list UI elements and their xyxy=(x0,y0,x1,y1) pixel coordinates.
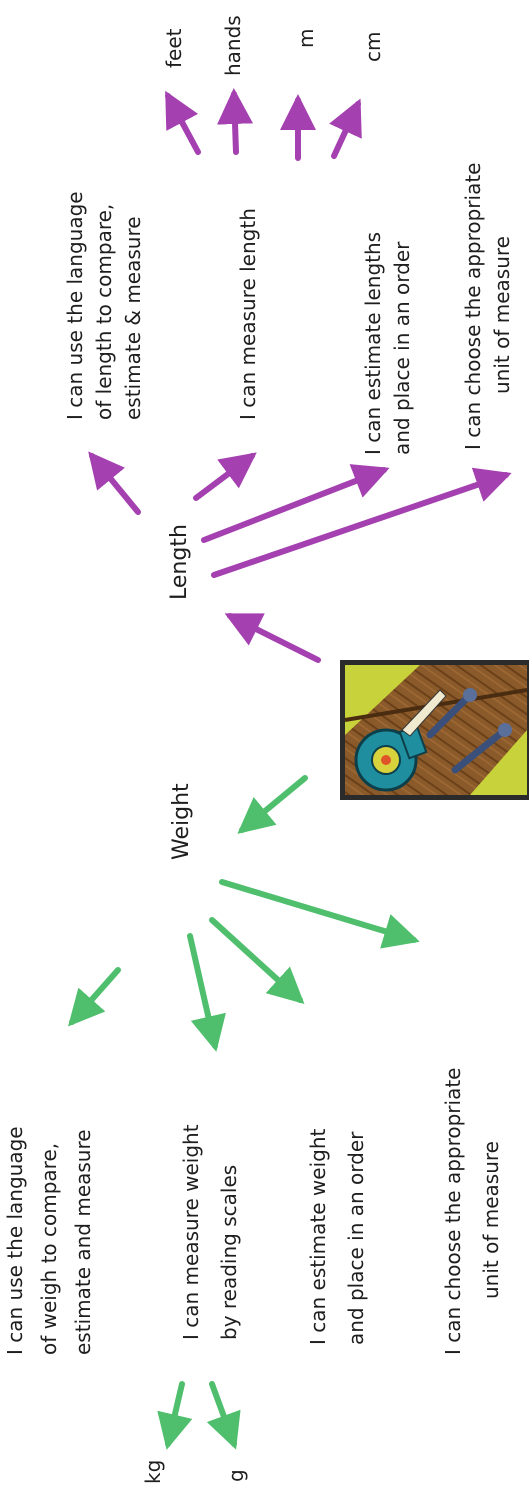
length-arrow-measure xyxy=(196,456,252,498)
length-arrow-cm xyxy=(334,104,358,156)
length-arrow-hands xyxy=(234,94,236,152)
weight-statement-choose-unit: I can choose the appropriate unit of mea… xyxy=(441,1061,503,1355)
weight-statement-language: I can use the language of weigh to compa… xyxy=(3,1120,95,1355)
length-arrow-language xyxy=(92,456,138,512)
length-arrow-estimate xyxy=(204,470,384,540)
weight-arrow-from-picture xyxy=(242,778,305,830)
length-statement-estimate: I can estimate lengths and place in an o… xyxy=(361,226,414,455)
length-hub-label: Length xyxy=(167,524,192,600)
length-unit-feet: feet xyxy=(162,28,186,68)
length-statement-measure: I can measure length xyxy=(236,208,260,420)
length-unit-hands: hands xyxy=(221,15,245,76)
weight-statement-estimate: I can estimate weight and place in an or… xyxy=(306,1122,368,1345)
weight-arrow-language xyxy=(72,970,118,1022)
weight-arrow-g xyxy=(212,1384,234,1444)
length-arrow-feet xyxy=(168,96,198,152)
weight-hub-label: Weight xyxy=(169,783,194,860)
weight-unit-g: g xyxy=(224,1469,248,1482)
length-arrow-from-picture xyxy=(230,616,318,660)
weight-arrow-estimate xyxy=(212,920,300,1000)
length-arrow-choose-unit xyxy=(214,475,506,575)
weight-arrow-choose-unit xyxy=(222,882,414,940)
weight-statement-measure: I can measure weight by reading scales xyxy=(179,1118,241,1340)
length-unit-m: m xyxy=(294,29,318,48)
weight-unit-kg: kg xyxy=(141,1460,165,1484)
length-unit-cm: cm xyxy=(361,32,385,62)
weight-arrow-kg xyxy=(168,1384,182,1444)
length-branch: Length I can use the language of length … xyxy=(63,15,514,660)
length-statement-choose-unit: I can choose the appropriate unit of mea… xyxy=(461,156,514,450)
tape-measure-and-screws-icon xyxy=(340,660,529,800)
weight-branch: Weight I can use the language of weigh t… xyxy=(3,778,503,1484)
weight-arrow-measure xyxy=(190,936,215,1046)
length-statement-language: I can use the language of length to comp… xyxy=(63,185,145,420)
